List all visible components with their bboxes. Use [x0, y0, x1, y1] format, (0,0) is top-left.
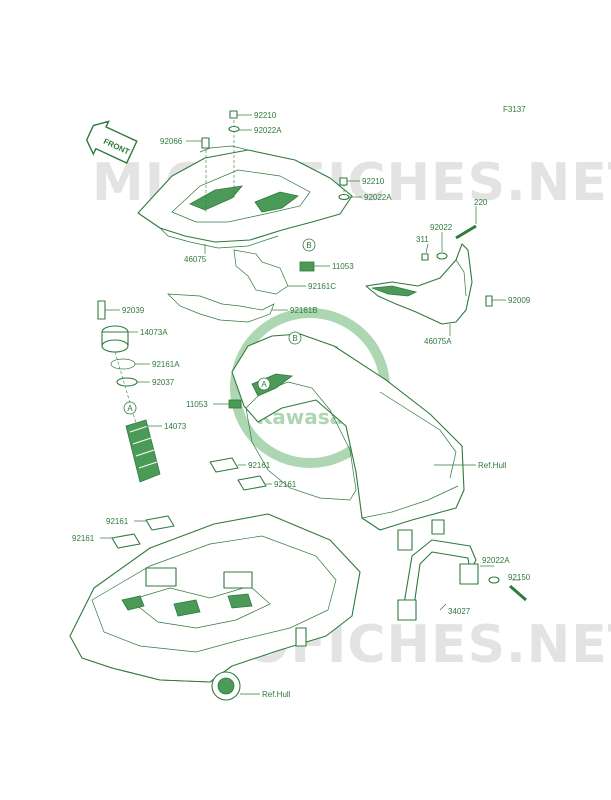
svg-text:A: A: [127, 404, 133, 413]
pads-92161: [111, 457, 267, 549]
label-92161-b: 92161: [274, 480, 297, 489]
label-92161a: 92161A: [152, 360, 180, 369]
label-14073: 14073: [164, 422, 187, 431]
label-ref-hull-2: Ref.Hull: [262, 690, 291, 699]
label-92161c: 92161C: [308, 282, 336, 291]
label-34027: 34027: [448, 607, 471, 616]
label-14073a: 14073A: [140, 328, 168, 337]
bolt-92210-top-icon: [228, 110, 240, 133]
deck-cover-46075: [137, 145, 353, 249]
hull-lower: [69, 513, 361, 701]
bolt-92150-icon: [509, 584, 527, 602]
bolt-92039-icon: [97, 300, 106, 320]
label-92022a-top: 92022A: [254, 126, 282, 135]
label-92022a-bottom: 92022A: [482, 556, 510, 565]
label-46075: 46075: [184, 255, 207, 264]
callout-b-mid: B: [288, 331, 302, 345]
callout-b-top: B: [302, 238, 316, 252]
leader-lines: [100, 114, 520, 695]
label-92022: 92022: [430, 223, 453, 232]
label-11053-top: 11053: [332, 262, 354, 271]
nut-311-icon: [421, 253, 429, 261]
label-92039: 92039: [122, 306, 145, 315]
washer-92022-icon: [436, 252, 448, 260]
label-92009: 92009: [508, 296, 531, 305]
bolt-92066-icon: [201, 137, 210, 149]
label-46075a: 46075A: [424, 337, 452, 346]
bolt-92009-icon: [485, 295, 493, 307]
label-ref-hull-1: Ref.Hull: [478, 461, 507, 470]
callout-a-left: A: [123, 401, 137, 415]
callout-a-mid: A: [257, 377, 271, 391]
svg-text:A: A: [261, 380, 267, 389]
label-92161-c: 92161: [106, 517, 129, 526]
label-92161b: 92161B: [290, 306, 318, 315]
handle-34027: [397, 539, 479, 621]
gasket-92161b: [167, 293, 275, 323]
svg-text:B: B: [306, 241, 311, 250]
part-labels: 92210 92066 92022A 92210 92022A 220 9202…: [72, 111, 531, 699]
clip-11053-top-icon: [299, 261, 315, 272]
bolt-220-icon: [455, 224, 477, 240]
tube-assembly: [97, 300, 161, 483]
hull-upper: [231, 333, 465, 551]
label-92022a-mid: 92022A: [364, 193, 392, 202]
label-11053-mid: 11053: [186, 400, 208, 409]
front-arrow-icon: FRONT: [85, 120, 138, 164]
label-92037: 92037: [152, 378, 175, 387]
gasket-92161c: [233, 249, 289, 295]
label-311: 311: [416, 235, 429, 244]
washer-92022a-bottom-icon: [488, 576, 500, 584]
label-92161-d: 92161: [72, 534, 95, 543]
clip-11053-mid-icon: [228, 399, 242, 409]
diagram-id: F3137: [503, 105, 526, 114]
label-92210-mid: 92210: [362, 177, 385, 186]
svg-text:B: B: [292, 334, 297, 343]
label-220: 220: [474, 198, 488, 207]
label-92210-top: 92210: [254, 111, 277, 120]
label-92161-a: 92161: [248, 461, 271, 470]
label-92150: 92150: [508, 573, 531, 582]
label-92066: 92066: [160, 137, 183, 146]
side-cover-46075a: [365, 243, 473, 325]
